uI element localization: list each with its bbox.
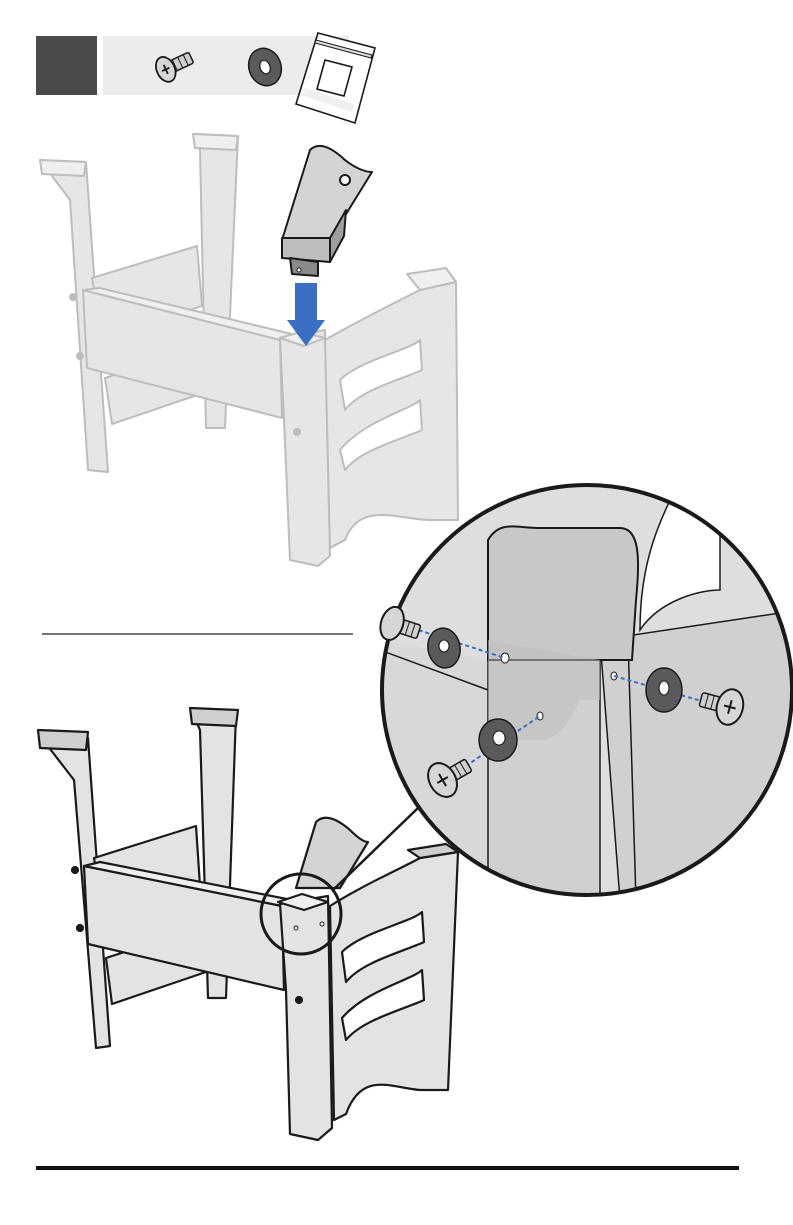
faded-frame: [40, 134, 458, 566]
washer-icon: [646, 668, 682, 712]
assembled-frame: [38, 708, 458, 1140]
bottom-rule: [36, 1166, 739, 1170]
upper-bracket: [282, 146, 372, 276]
washer-icon: [479, 719, 517, 761]
